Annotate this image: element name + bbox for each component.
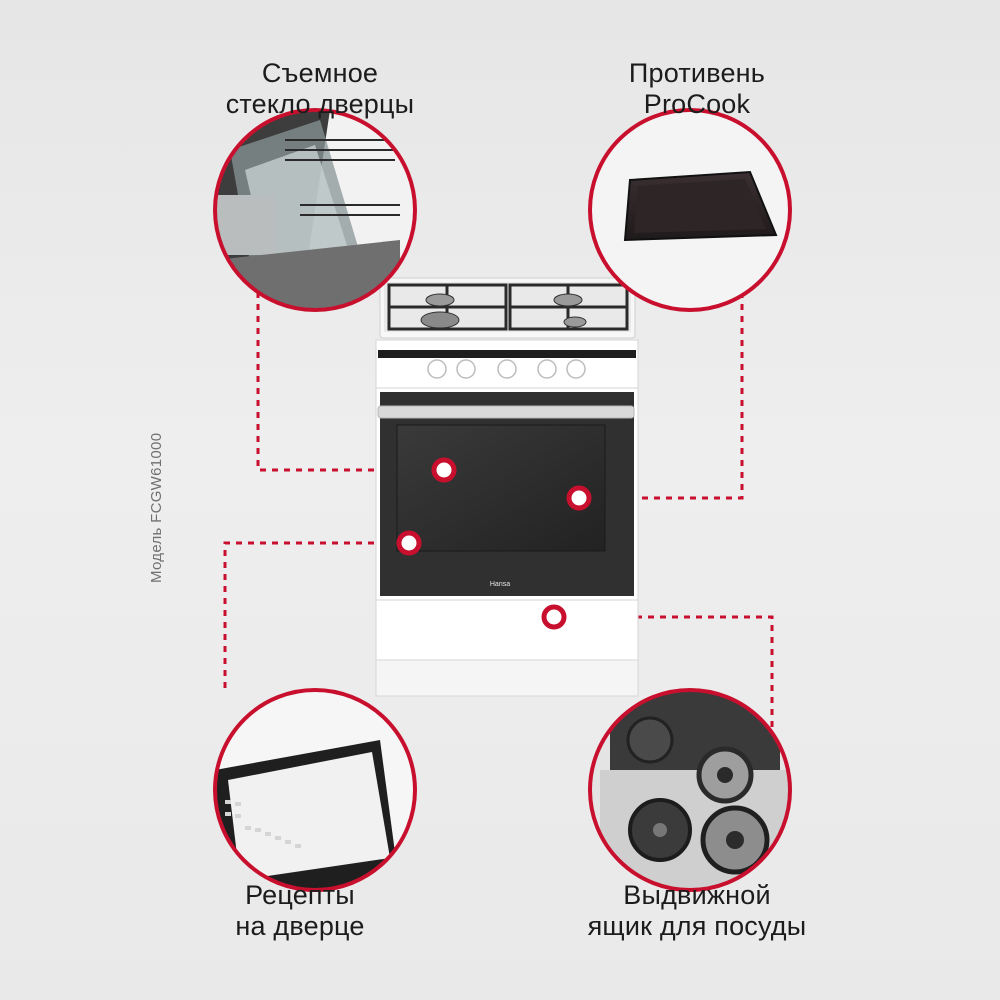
connector-recipes [223, 541, 398, 688]
caption-line: ProCook [643, 89, 751, 119]
hotspots [396, 457, 592, 630]
feature-image-recipes [213, 688, 417, 892]
connector-drawer [564, 615, 774, 738]
storage-drawer [375, 599, 639, 661]
feature-image-procook-tray [588, 108, 792, 312]
connector-glass [256, 292, 432, 472]
hotspot-tray [566, 485, 592, 511]
caption-line: ящик для посуды [587, 911, 807, 941]
caption-line: Противень [628, 58, 766, 88]
caption-cookware-drawer: Выдвижной ящик для посуды [527, 880, 867, 942]
caption-recipes: Рецепты на дверце [130, 880, 470, 942]
hotspot-glass [431, 457, 457, 483]
oven-window [396, 424, 606, 552]
control-knobs [427, 359, 586, 379]
hotspot-recipes [396, 530, 422, 556]
caption-line: Выдвижной [623, 880, 771, 910]
gas-stove: Hansa [375, 277, 639, 697]
feature-image-door-glass [213, 108, 417, 312]
model-label: Модель FCGW61000 [148, 432, 165, 583]
burners [420, 293, 587, 329]
oven-handle [377, 405, 635, 419]
caption-line: стекло дверцы [225, 89, 415, 119]
hotspot-drawer [541, 604, 567, 630]
caption-door-glass: Съемное стекло дверцы [150, 58, 490, 120]
feature-image-cookware-drawer [588, 688, 792, 892]
caption-procook-tray: Противень ProCook [527, 58, 867, 120]
brand-logo: Hansa [490, 581, 510, 588]
caption-line: Рецепты [245, 880, 355, 910]
caption-line: Съемное [261, 58, 379, 88]
caption-line: на дверце [235, 911, 365, 941]
connector-tray [590, 292, 744, 500]
connector-lines [223, 292, 774, 738]
